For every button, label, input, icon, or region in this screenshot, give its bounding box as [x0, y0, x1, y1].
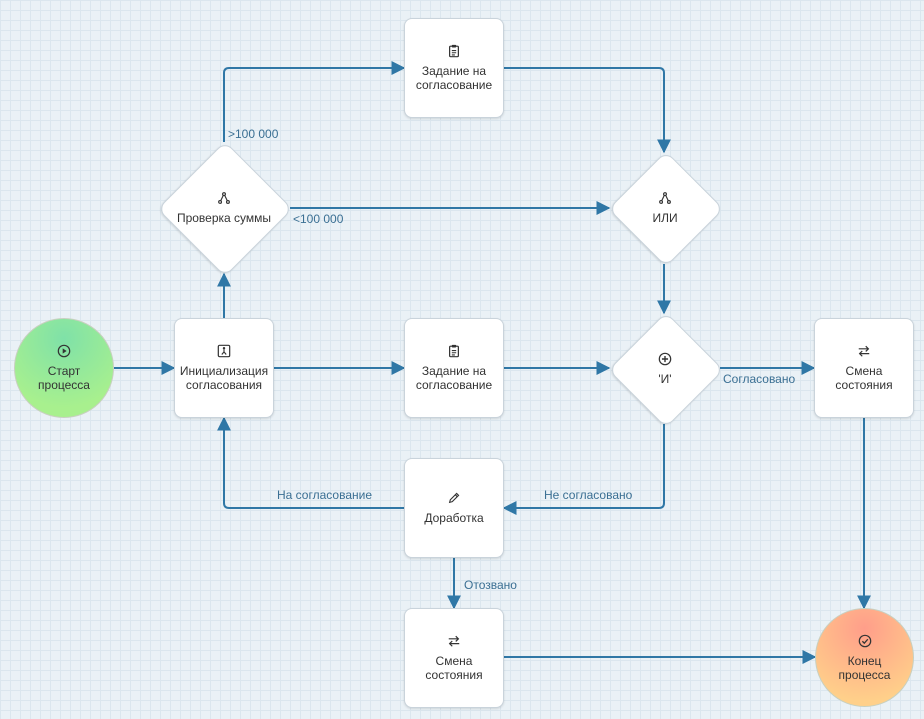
check-sum-gateway[interactable]: Проверка суммы	[157, 141, 293, 277]
init-approval-node[interactable]: Инициализация согласования	[174, 318, 274, 418]
edge-task-top-to-or[interactable]	[504, 67, 671, 154]
approval-task-middle-label: Задание на согласование	[415, 364, 493, 392]
edge-label-approved: Согласовано	[723, 372, 796, 386]
edge-label-not-approved: Не согласовано	[544, 488, 633, 502]
swap-icon	[448, 635, 460, 647]
play-circle-icon	[57, 344, 71, 358]
state-change-right-node[interactable]: Смена состояния	[814, 318, 914, 418]
or-gateway-label: ИЛИ	[652, 211, 678, 225]
check-sum-label: Проверка суммы	[176, 211, 272, 225]
approval-task-top-label: Задание на согласование	[415, 64, 493, 92]
swap-icon	[858, 345, 870, 357]
edge-check-to-task-top[interactable]	[223, 61, 406, 142]
and-gateway[interactable]: 'И'	[608, 312, 724, 428]
start-event-node[interactable]: Старт процесса	[14, 318, 114, 418]
state-change-bottom-label: Смена состояния	[425, 654, 483, 682]
or-gateway[interactable]: ИЛИ	[608, 151, 724, 267]
approval-task-middle-node[interactable]: Задание на согласование	[404, 318, 504, 418]
process-icon	[217, 344, 231, 358]
edge-label-to-approval: На согласование	[277, 488, 372, 502]
clipboard-icon	[449, 44, 459, 58]
edge-label-lt-100k: <100 000	[293, 212, 344, 226]
plus-circle-icon	[658, 352, 672, 366]
approval-task-top-node[interactable]: Задание на согласование	[404, 18, 504, 118]
edge-rework-to-init[interactable]	[217, 416, 404, 509]
and-gateway-label: 'И'	[658, 372, 672, 386]
end-event-label: Конец процесса	[838, 653, 891, 682]
edge-and-to-rework[interactable]	[502, 424, 665, 515]
check-circle-icon	[858, 634, 871, 647]
clipboard-icon	[449, 344, 459, 358]
edge-label-revoked: Отозвано	[464, 578, 517, 592]
branch-icon	[218, 192, 230, 204]
start-event-label: Старт процесса	[38, 364, 90, 392]
pencil-icon	[448, 492, 460, 504]
rework-node[interactable]: Доработка	[404, 458, 504, 558]
state-change-right-label: Смена состояния	[835, 364, 893, 392]
rework-label: Доработка	[424, 511, 484, 525]
init-approval-label: Инициализация согласования	[179, 364, 269, 392]
edge-label-gt-100k: >100 000	[228, 127, 279, 141]
branch-icon	[659, 192, 671, 204]
end-event-node[interactable]: Конец процесса	[815, 608, 914, 707]
state-change-bottom-node[interactable]: Смена состояния	[404, 608, 504, 708]
